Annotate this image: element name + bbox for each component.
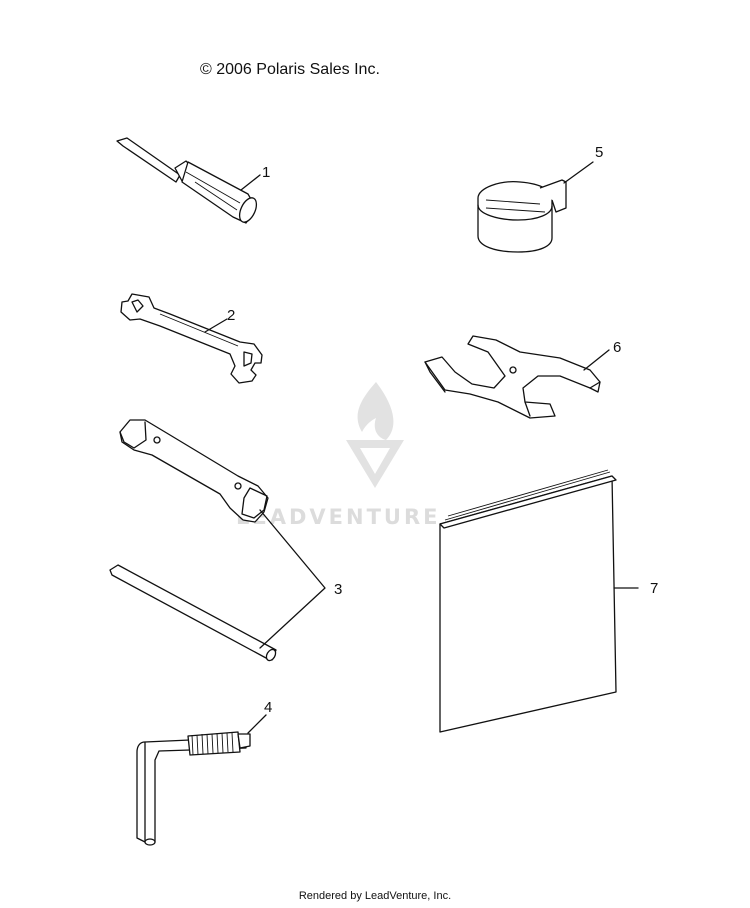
callout-3[interactable]: 3	[334, 581, 342, 598]
tommy-bar-part	[109, 564, 277, 662]
flame-icon	[357, 382, 394, 440]
watermark-text: LEADVENTURE	[236, 505, 440, 529]
leader-line-4	[247, 714, 267, 734]
copyright-notice: © 2006 Polaris Sales Inc.	[200, 61, 380, 78]
callout-6[interactable]: 6	[613, 339, 621, 356]
leadventure-watermark: LEADVENTURE	[236, 382, 440, 529]
callout-2[interactable]: 2	[227, 307, 235, 324]
owner-manual-part	[439, 469, 617, 733]
v-logo-icon	[346, 440, 404, 488]
leader-line-1	[240, 174, 261, 191]
leader-line-6	[583, 349, 610, 371]
hex-key-part	[136, 731, 251, 846]
strap-part	[477, 179, 567, 253]
spark-plug-wrench-part	[119, 419, 269, 523]
open-end-wrench-part	[120, 293, 263, 384]
screwdriver-part	[116, 137, 258, 224]
leader-line-2	[204, 318, 228, 333]
rendered-by-footer: Rendered by LeadVenture, Inc.	[298, 890, 452, 902]
spanner-wrench-part	[424, 335, 601, 419]
callout-5[interactable]: 5	[595, 144, 603, 161]
callout-7[interactable]: 7	[650, 580, 658, 597]
leader-line-3	[259, 509, 326, 649]
callout-1[interactable]: 1	[262, 164, 270, 181]
leader-line-5	[563, 161, 594, 184]
callout-4[interactable]: 4	[264, 699, 272, 716]
